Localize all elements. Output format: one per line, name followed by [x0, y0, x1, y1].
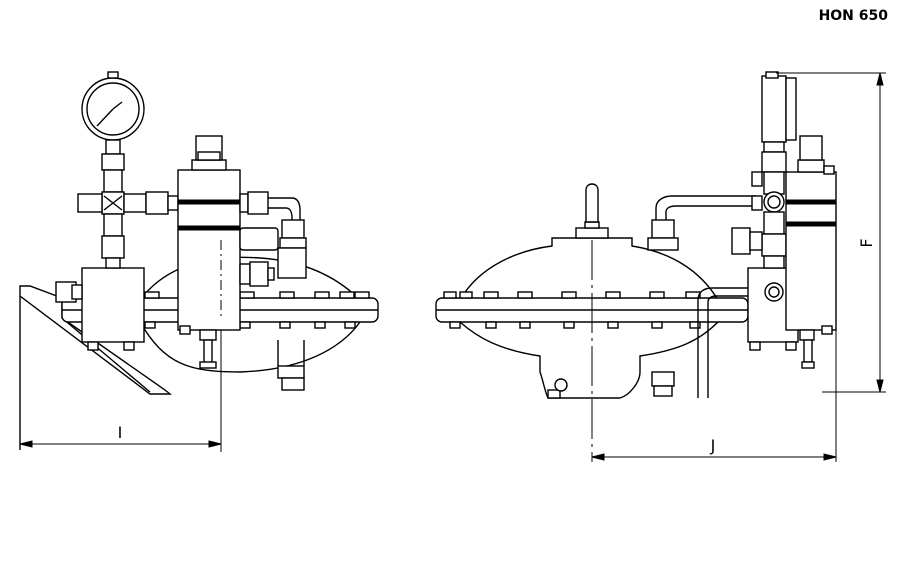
mounting-bracket: [19, 285, 172, 395]
regulator-actuator-right: [785, 171, 837, 331]
dim-label-I: I: [118, 423, 123, 442]
left-view: I: [19, 71, 379, 452]
dim-label-J: J: [710, 436, 716, 455]
right-view: J F: [435, 71, 886, 462]
pilot-block-left: [81, 267, 145, 343]
flange-bolts-right: [443, 291, 701, 329]
drawing-title: HON 650: [819, 8, 889, 24]
regulator-actuator-left: [177, 169, 241, 331]
top-nut-right: [799, 135, 823, 161]
dim-label-F: F: [857, 238, 876, 247]
fitting-left: [77, 193, 103, 213]
side-port-left: [239, 227, 279, 251]
transducer-right: [761, 75, 787, 143]
lifting-eye-icon: [585, 183, 599, 223]
